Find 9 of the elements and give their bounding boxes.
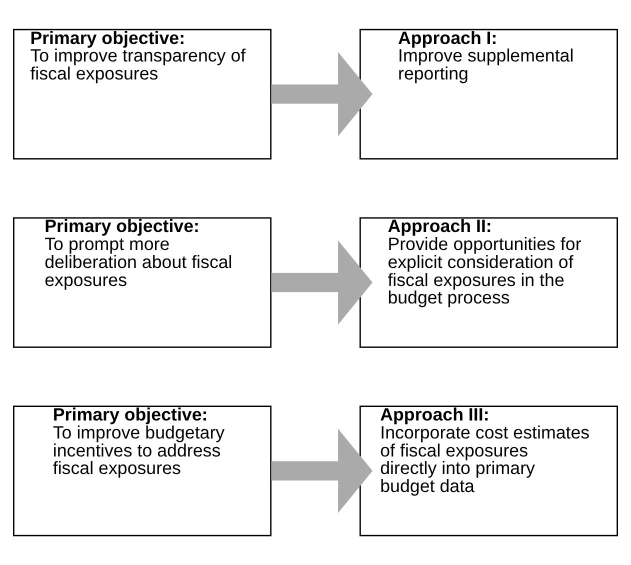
arrow [271,52,372,136]
node-box: Primary objective: To prompt more deliberation about fiscal exposures [13,217,272,348]
node-box: Approach I: Improve supplemental reporting [360,28,618,160]
node-box: Approach II: Provide opportunities for explicit consideration of fiscal exposures in the budget process [360,217,618,348]
node-box: Primary objective: To improve budgetary incentives to address fiscal exposures [13,406,272,536]
arrow [271,428,372,514]
node-box: Approach III: Incorporate cost estimates of fiscal exposures directly into primary budget data [360,406,618,536]
node-box: Primary objective: To improve transparency of fiscal exposures [13,28,272,160]
arrow [271,240,372,325]
